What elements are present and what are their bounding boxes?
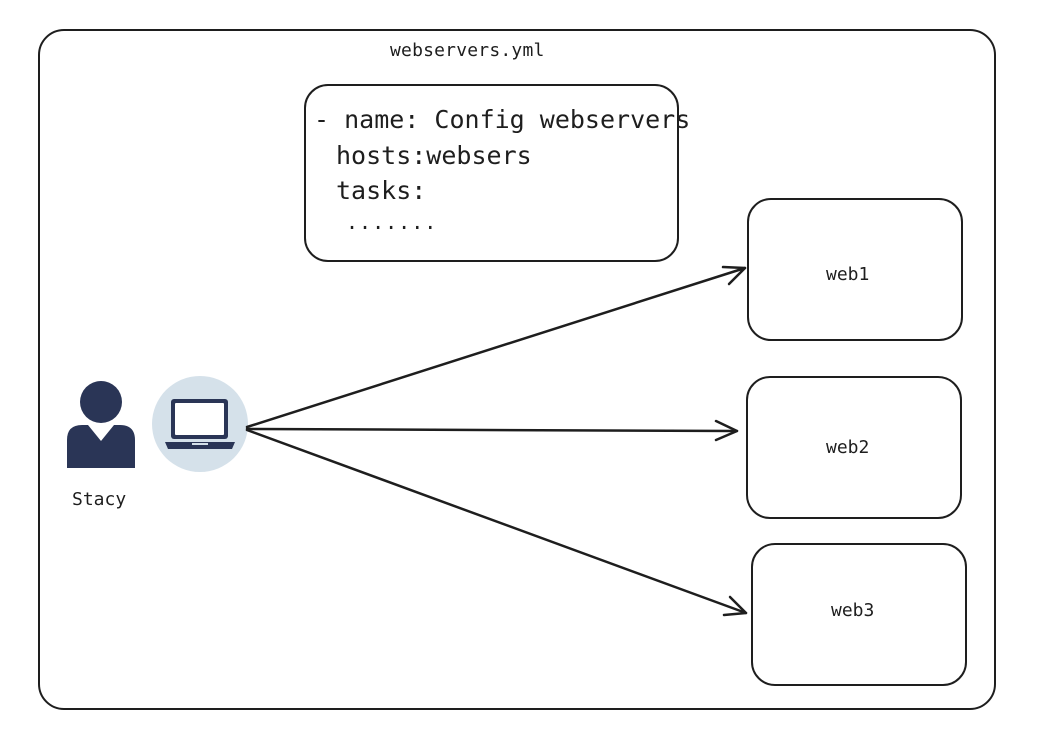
server-label: web1 <box>826 264 870 285</box>
arrow-to-web2 <box>245 427 739 433</box>
server-label: web3 <box>831 600 875 621</box>
server-label: web2 <box>826 437 870 458</box>
playbook-line: tasks: <box>336 176 427 205</box>
laptop-icon <box>152 376 248 472</box>
arrowhead-web1 <box>721 265 747 286</box>
server-box-web2 <box>746 376 962 519</box>
playbook-line: hosts:websers <box>336 141 532 170</box>
server-box-web1 <box>747 198 963 341</box>
playbook-line: - name: Config webservers <box>314 105 691 134</box>
outer-frame <box>38 29 996 710</box>
playbook-box <box>304 84 679 262</box>
arrowhead-web3 <box>722 595 748 617</box>
arrow-to-web3 <box>245 428 748 615</box>
playbook-line: ....... <box>346 210 438 234</box>
server-box-web3 <box>751 543 967 686</box>
arrow-to-web1 <box>245 266 747 429</box>
user-name-label: Stacy <box>72 489 127 510</box>
arrowhead-web2 <box>714 419 739 442</box>
file-title: webservers.yml <box>390 40 545 61</box>
person-icon <box>67 381 135 468</box>
